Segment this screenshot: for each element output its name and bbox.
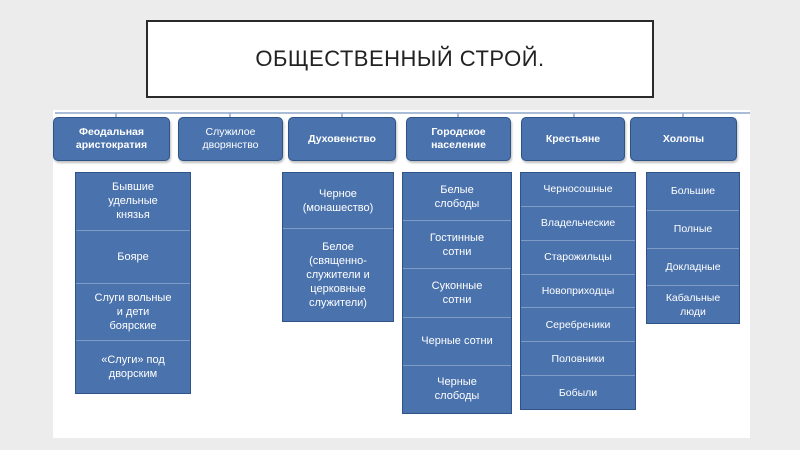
list-peasants: Черносошные Владельческие Старожильцы Но… xyxy=(520,172,636,410)
list-item: Гостинные сотни xyxy=(403,221,511,270)
list-serfs: Большие Полные Докладные Кабальные люди xyxy=(646,172,740,324)
list-item: Большие xyxy=(647,173,739,211)
list-item: Старожильцы xyxy=(521,241,635,275)
list-item: Половники xyxy=(521,342,635,377)
page-title: ОБЩЕСТВЕННЫЙ СТРОЙ. xyxy=(255,46,545,71)
list-item: «Слуги» под дворским xyxy=(101,354,165,381)
list-item: Серебреники xyxy=(521,308,635,343)
header-label: Феодальная аристократия xyxy=(75,126,148,151)
header-feudal-aristocracy: Феодальная аристократия xyxy=(53,117,170,161)
list-item: Докладные xyxy=(647,249,739,287)
list-item: Владельческие xyxy=(521,207,635,241)
list-townspeople: Белые слободы Гостинные сотни Суконные с… xyxy=(402,172,512,414)
list-item: Слуги вольные и дети боярские xyxy=(76,284,190,342)
header-label: Холопы xyxy=(662,132,705,145)
list-item: Новоприходцы xyxy=(521,275,635,309)
list-clergy: Черное (монашество) Белое (священно- слу… xyxy=(282,172,394,322)
list-item: Черносошные xyxy=(521,173,635,207)
header-label: Духовенство xyxy=(308,132,376,145)
list-item: Бояре xyxy=(76,231,190,284)
header-peasants: Крестьяне xyxy=(521,117,625,161)
list-item: Белые слободы xyxy=(403,173,511,222)
list-item: Кабальные люди xyxy=(665,291,721,318)
list-item: Полные xyxy=(647,211,739,249)
title-box: ОБЩЕСТВЕННЫЙ СТРОЙ. xyxy=(146,20,654,98)
list-item: Черное (монашество) xyxy=(283,173,393,230)
header-label: Служилое дворянство xyxy=(202,126,259,151)
header-townspeople: Городское население xyxy=(406,117,511,161)
header-serfs: Холопы xyxy=(630,117,737,161)
list-item: Черные слободы xyxy=(434,376,480,403)
list-item: Черные сотни xyxy=(403,318,511,366)
list-item: Бобыли xyxy=(558,386,598,399)
list-feudal-aristocracy: Бывшие удельные князья Бояре Слуги вольн… xyxy=(75,172,191,394)
header-label: Крестьяне xyxy=(545,132,601,145)
list-item: Белое (священно- служители и церковные с… xyxy=(306,241,370,310)
list-item: Бывшие удельные князья xyxy=(76,173,190,231)
list-item: Суконные сотни xyxy=(403,269,511,318)
header-label: Городское население xyxy=(431,126,486,151)
header-service-nobility: Служилое дворянство xyxy=(178,117,283,161)
header-clergy: Духовенство xyxy=(288,117,396,161)
